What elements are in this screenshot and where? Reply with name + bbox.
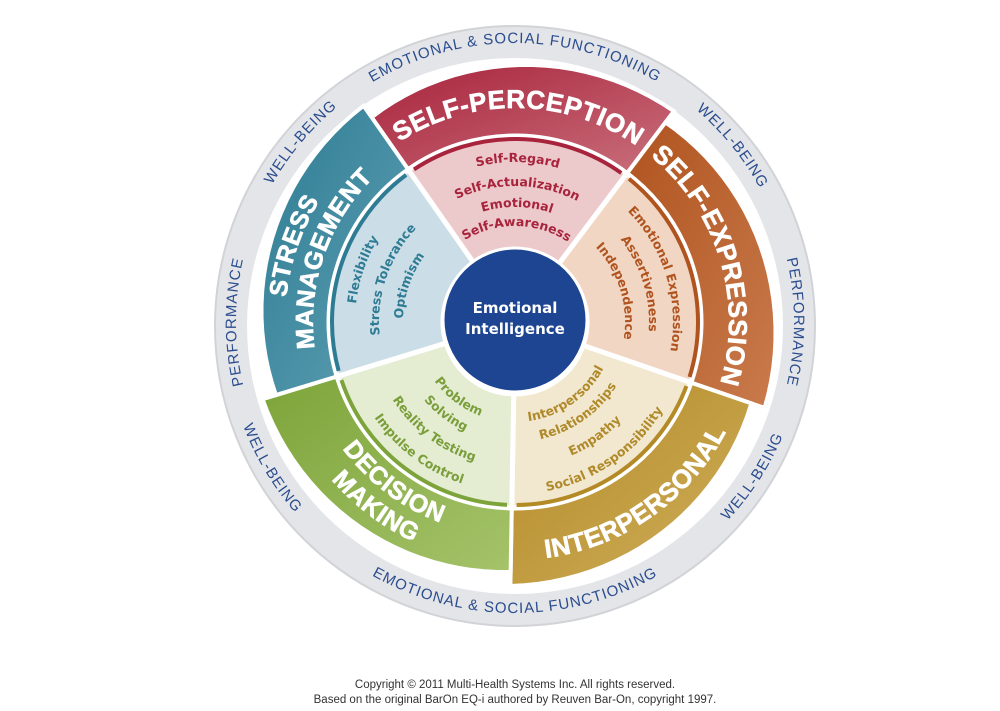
self-perception-item-path: Emotional xyxy=(479,195,555,216)
stress-management-divider-arc xyxy=(330,173,408,372)
self-perception-item: Self-Regard xyxy=(474,150,562,171)
center-label-line1: Emotional xyxy=(473,299,558,317)
center-label-line2: Intelligence xyxy=(465,320,565,338)
self-perception-item-path: Self-Regard xyxy=(474,150,562,171)
outer-ring-label: PERFORMANCE xyxy=(223,256,247,388)
interpersonal-divider-arc xyxy=(516,385,689,507)
self-perception-divider-arc xyxy=(412,137,623,175)
center-circle xyxy=(441,246,589,394)
outer-ring-label-path: PERFORMANCE xyxy=(783,256,806,388)
copyright-line: Copyright © 2011 Multi-Health Systems In… xyxy=(354,679,676,691)
self-perception-item: Emotional xyxy=(479,195,555,216)
attribution-line: Based on the original BarOn EQ-i authore… xyxy=(313,694,717,706)
outer-ring-label-path: PERFORMANCE xyxy=(223,256,246,388)
self-expression-divider-arc xyxy=(627,177,700,378)
decision-making-divider-arc xyxy=(339,379,508,507)
decision-making-inner-sector xyxy=(334,339,517,511)
outer-ring-label: PERFORMANCE xyxy=(783,256,807,388)
